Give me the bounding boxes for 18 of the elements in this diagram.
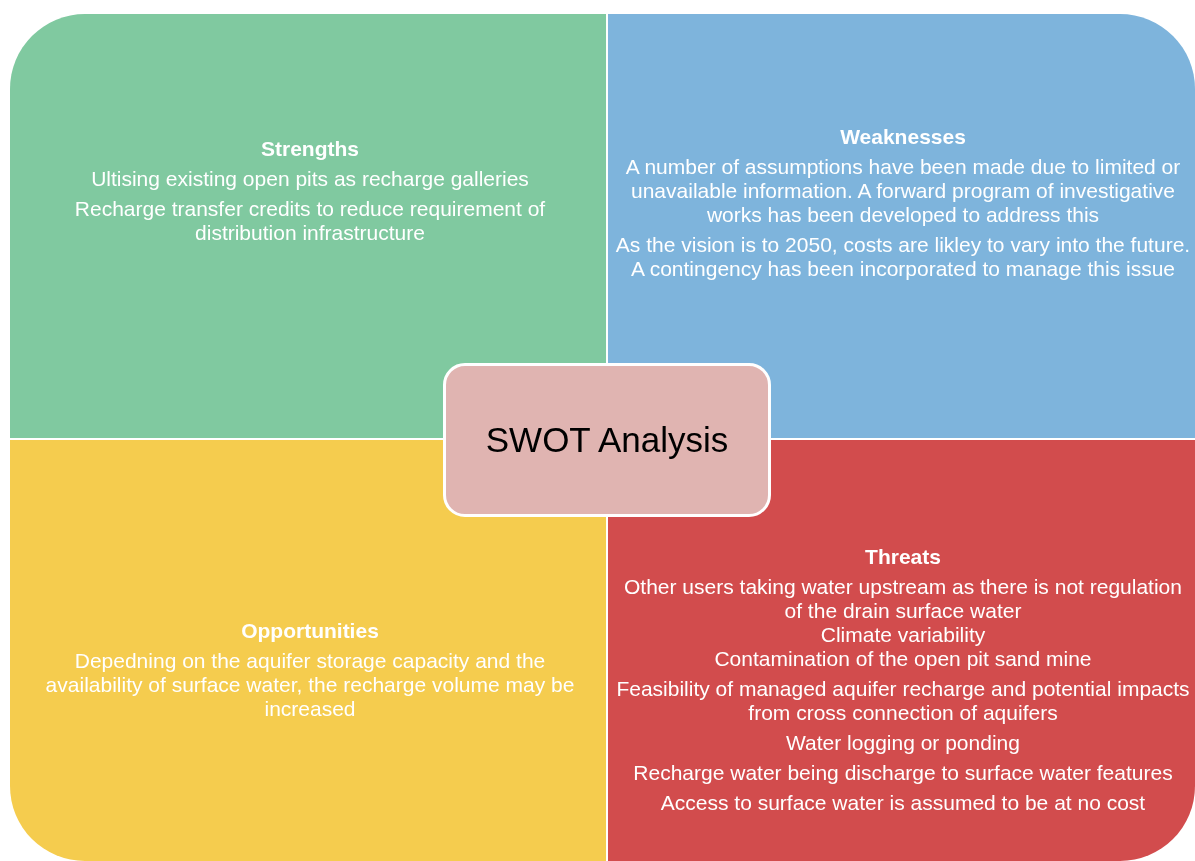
quadrant-text: Climate variability	[820, 623, 986, 647]
quadrant-text: Recharge water being discharge to surface water features	[633, 761, 1173, 785]
quadrant-text: Ultising existing open pits as recharge galleries	[91, 167, 529, 191]
quadrant-text: Access to surface water is assumed to be at no cost	[660, 791, 1146, 815]
center-title: SWOT Analysis	[485, 420, 729, 460]
quadrant-heading: Threats	[865, 545, 941, 569]
quadrant-heading: Weaknesses	[840, 125, 966, 149]
quadrant-heading: Opportunities	[241, 619, 379, 643]
quadrant-text: Water logging or ponding	[786, 731, 1020, 755]
quadrant-text: A number of assumptions have been made due to limited or unavailable information. A forward program of investigative works has been developed to address this	[624, 155, 1182, 227]
quadrant-text: As the vision is to 2050, costs are likley to vary into the future. A contingency has been incorporated to manage this issue	[614, 233, 1192, 281]
quadrant-text: Feasibility of managed aquifer recharge and potential impacts from cross connection of aquifers	[615, 677, 1191, 725]
center-box	[443, 363, 771, 517]
quadrant-text: Other users taking water upstream as there is not regulation of the drain surface water	[623, 575, 1183, 623]
quadrant-text: Contamination of the open pit sand mine	[714, 647, 1092, 671]
quadrant-heading: Strengths	[261, 137, 359, 161]
quadrant-text: Depedning on the aquifer storage capacity and the availability of surface water, the recharge volume may be increased	[44, 649, 576, 721]
quadrant-text: Recharge transfer credits to reduce requirement of distribution infrastructure	[73, 197, 547, 245]
